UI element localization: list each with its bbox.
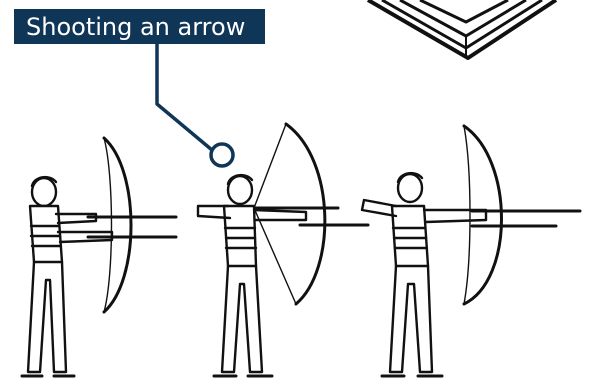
callout-label-text: Shooting an arrow [26, 13, 245, 41]
archer-figure [362, 126, 580, 376]
archer-figure [22, 138, 176, 376]
target-icon [368, 0, 556, 58]
callout-label: Shooting an arrow [14, 9, 265, 44]
callout-connector [157, 44, 233, 166]
